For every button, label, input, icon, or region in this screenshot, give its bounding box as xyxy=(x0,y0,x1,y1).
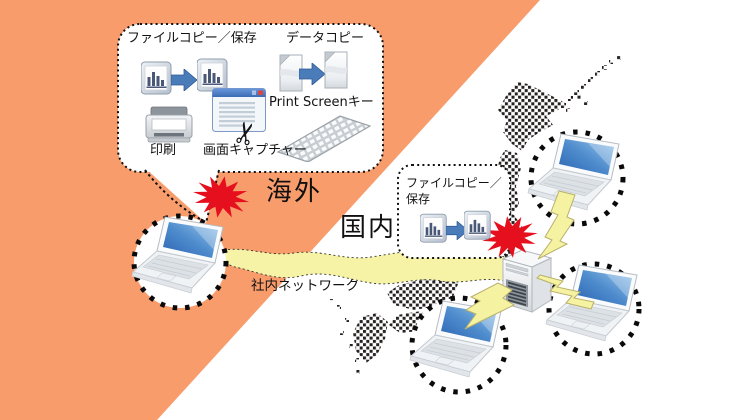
screen-capture-label: 画面キャプチャー xyxy=(203,143,307,158)
lightning-bolt-icon-east xyxy=(536,274,595,310)
window-capture-icon xyxy=(212,88,266,132)
lightning-bolt-icon-south xyxy=(464,282,516,330)
callout-tail xyxy=(144,168,220,224)
overseas-label: 海外 xyxy=(266,177,323,207)
printer-icon xyxy=(145,106,193,143)
data-copy-label: データコピー xyxy=(286,31,365,46)
copy-arrow-icon xyxy=(171,69,197,91)
bar-chart-file-icon xyxy=(464,210,491,240)
domestic-label: 国内 xyxy=(340,213,397,243)
file-copy-save-label: ファイルコピー／保存 xyxy=(127,31,257,46)
keyboard-icon xyxy=(276,115,372,162)
bar-chart-file-icon xyxy=(141,61,172,95)
network-label: 社内ネットワーク xyxy=(251,278,359,294)
print-label: 印刷 xyxy=(150,143,177,158)
document-icon xyxy=(324,51,348,89)
lightning-bolt-icon-northeast xyxy=(537,190,576,260)
print-screen-key-label: Print Screenキー xyxy=(269,95,374,110)
server-tower-icon xyxy=(501,249,553,313)
server-file-copy-label: ファイルコピー／ 保存 xyxy=(406,176,502,206)
bar-chart-file-icon xyxy=(420,213,447,243)
